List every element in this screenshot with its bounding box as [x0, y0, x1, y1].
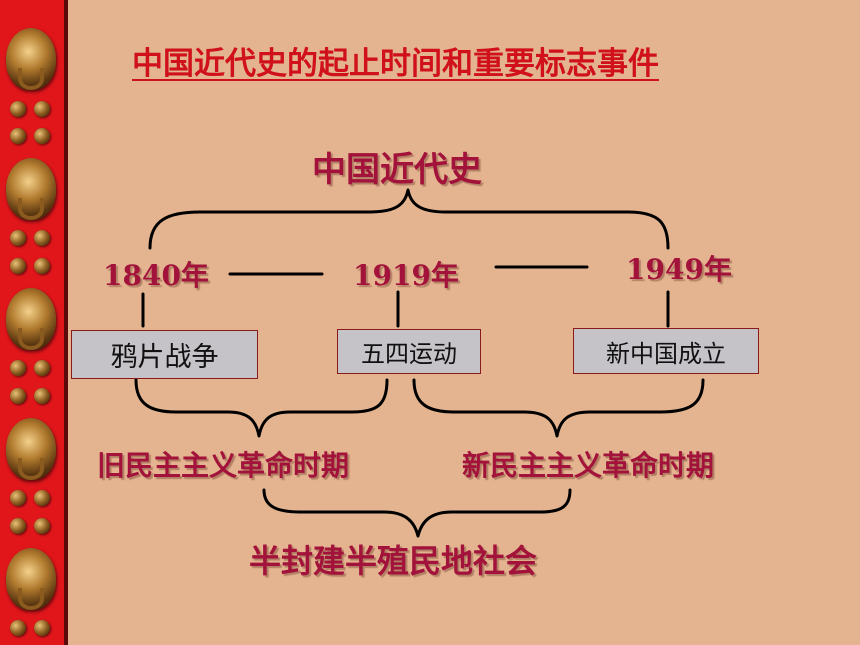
stud-icon: [34, 490, 50, 506]
door-knocker-icon: [6, 548, 56, 610]
border-edge: [64, 0, 68, 645]
brace-old-period: [134, 378, 389, 438]
door-knocker-icon: [6, 28, 56, 90]
stud-icon: [10, 258, 26, 274]
door-knocker-icon: [6, 288, 56, 350]
period-old-democratic: 旧民主主义革命时期: [97, 449, 350, 482]
event-may-fourth: 五四运动: [337, 329, 481, 374]
stud-icon: [34, 360, 50, 376]
decorative-border: [0, 0, 66, 645]
door-knocker-icon: [6, 158, 56, 220]
stud-icon: [34, 128, 50, 144]
event-opium-war: 鸦片战争: [71, 330, 258, 379]
period-new-democratic: 新民主主义革命时期: [462, 449, 715, 482]
page-title: 中国近代史的起止时间和重要标志事件: [132, 46, 659, 82]
year-1840: 1840年: [103, 259, 209, 292]
stud-icon: [34, 258, 50, 274]
stud-icon: [10, 620, 26, 636]
year-1919: 1919年: [353, 259, 459, 292]
stud-icon: [10, 360, 26, 376]
stud-icon: [34, 518, 50, 534]
stud-icon: [34, 230, 50, 246]
stud-icon: [34, 620, 50, 636]
stud-icon: [10, 128, 26, 144]
stud-icon: [10, 518, 26, 534]
stud-icon: [10, 230, 26, 246]
year-1949: 1949年: [626, 253, 732, 286]
stud-icon: [34, 388, 50, 404]
top-brace: [148, 188, 670, 250]
door-knocker-icon: [6, 418, 56, 480]
brace-society: [262, 488, 572, 538]
stud-icon: [10, 490, 26, 506]
society-label: 半封建半殖民地社会: [249, 542, 538, 580]
stud-icon: [10, 101, 26, 117]
stud-icon: [10, 388, 26, 404]
brace-new-period: [412, 378, 705, 438]
modern-history-label: 中国近代史: [312, 150, 482, 190]
event-new-china: 新中国成立: [573, 328, 759, 374]
stud-icon: [34, 101, 50, 117]
